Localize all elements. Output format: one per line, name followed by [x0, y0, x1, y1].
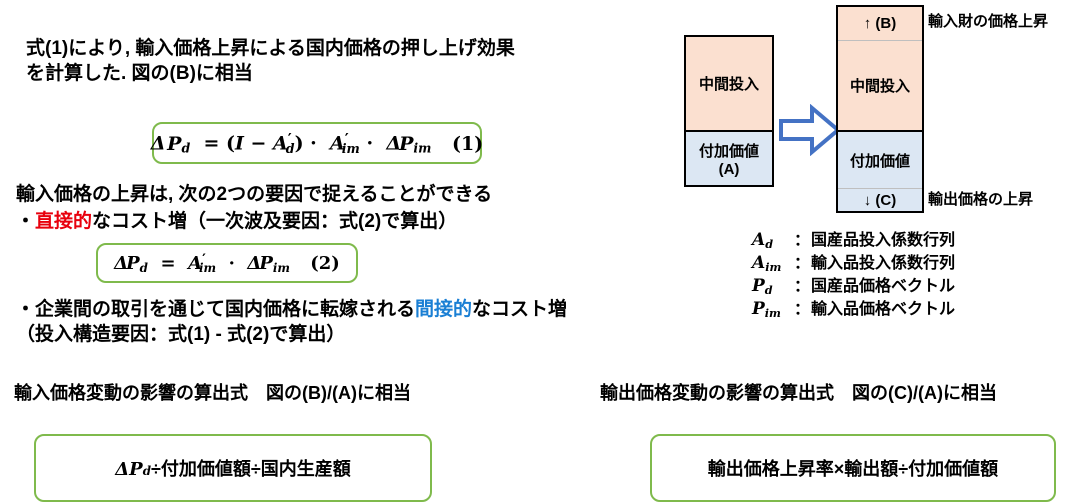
- right-bar-segment-b-label: ↑ (B): [863, 15, 897, 32]
- legend-symbol-sub: im: [765, 260, 782, 275]
- legend-symbol-base: P: [752, 299, 765, 320]
- right-bar-segment-b: ↑ (B): [838, 7, 922, 40]
- intro-paragraph: 式(1)により, 輸入価格上昇による国内価格の押し上げ効果 を計算した. 図の(…: [26, 36, 515, 86]
- diagram-left-bar: 中間投入 付加価値 (A): [684, 35, 774, 187]
- bullet-direct-marker: ・: [16, 211, 36, 232]
- bullet-direct: ・直接的なコスト増（一次波及要因：式(2)で算出）: [16, 209, 457, 234]
- bullet-indirect-rest: なコスト増: [472, 299, 568, 320]
- left-bar-segment-intermediate: 中間投入: [686, 37, 772, 130]
- bottom-left-formula-sub: d: [142, 464, 152, 478]
- right-bar-segment-intermediate-label: 中間投入: [849, 78, 910, 95]
- bullet-direct-highlight: 直接的: [35, 211, 93, 232]
- bullet-indirect-line2: （投入構造要因：式(1) - 式(2)で算出）: [16, 324, 346, 346]
- legend-symbol-sub: d: [764, 283, 773, 298]
- right-bar-segment-value-added: 付加価値: [838, 130, 922, 188]
- bottom-left-heading: 輸入価格変動の影響の算出式 図の(B)/(A)に相当: [14, 383, 411, 403]
- bullet-indirect-highlight: 間接的: [415, 299, 473, 320]
- legend-text: 輸入品価格ベクトル: [811, 301, 956, 319]
- left-bar-segment-intermediate-label: 中間投入: [698, 76, 759, 93]
- legend-symbol: Ad: [752, 232, 794, 250]
- bottom-right-formula: 輸出価格上昇率×輸出額÷付加価値額: [708, 455, 998, 481]
- legend-colon: ：: [794, 301, 811, 319]
- right-bar-segment-c: ↓ (C): [838, 188, 922, 211]
- bottom-right-formula-jp: 輸出価格上昇率×輸出額÷付加価値額: [707, 459, 999, 479]
- factors-intro: 輸入価格の上昇は, 次の2つの要因で捉えることができる: [16, 184, 493, 205]
- legend-symbol-base: P: [752, 276, 765, 297]
- right-bar-segment-intermediate: 中間投入: [838, 40, 922, 130]
- bullet-direct-rest: なコスト増（一次波及要因：式(2)で算出）: [92, 211, 458, 232]
- symbol-legend: Ad ： 国産品投入係数行列 Aim ： 輸入品投入係数行列 Pd ： 国産品価…: [752, 232, 955, 320]
- legend-symbol-sub: d: [765, 236, 774, 251]
- legend-text: 輸入品投入係数行列: [811, 255, 956, 273]
- legend-symbol-base: A: [752, 230, 766, 250]
- legend-row: Aim ： 輸入品投入係数行列: [752, 255, 955, 273]
- legend-symbol-sub: im: [764, 306, 781, 321]
- bullet-indirect-marker: ・: [16, 299, 36, 320]
- bullet-indirect: ・企業間の取引を通じて国内価格に転嫁される間接的なコスト増 （投入構造要因：式(…: [16, 297, 567, 347]
- bottom-left-formula-jp: ÷付加価値額÷国内生産額: [151, 459, 351, 479]
- left-bar-segment-value-added-label: 付加価値: [698, 142, 759, 160]
- diagram-right-bar: ↑ (B) 中間投入 付加価値 ↓ (C): [836, 5, 924, 213]
- equation-2-box: ΔPd = A′im · ΔPim (2): [96, 243, 358, 283]
- diagram-annotation-top: 輸入財の価格上昇: [928, 13, 1049, 30]
- legend-colon: ：: [794, 255, 811, 273]
- legend-symbol: Pd: [752, 278, 794, 296]
- left-bar-segment-value-added-label2: (A): [718, 160, 740, 178]
- bottom-left-formula-math: ΔP: [115, 459, 143, 480]
- right-bar-segment-value-added-label: 付加価値: [849, 152, 910, 170]
- equation-1-text: Δ Pd = (I − A′d) · A′im · ΔPim (1): [150, 130, 484, 156]
- legend-symbol: Aim: [752, 255, 794, 273]
- bottom-right-formula-box: 輸出価格上昇率×輸出額÷付加価値額: [650, 434, 1056, 502]
- equation-1-box: Δ Pd = (I − A′d) · A′im · ΔPim (1): [150, 122, 484, 164]
- legend-text: 国産品価格ベクトル: [811, 278, 956, 296]
- intro-line-2: を計算した. 図の(B)に相当: [26, 63, 253, 85]
- legend-colon: ：: [794, 232, 811, 249]
- intro-line-1: 式(1)により, 輸入価格上昇による国内価格の押し上げ効果: [26, 38, 515, 59]
- legend-text: 国産品投入係数行列: [811, 232, 956, 249]
- legend-row: Ad ： 国産品投入係数行列: [752, 232, 955, 250]
- bottom-right-heading: 輸出価格変動の影響の算出式 図の(C)/(A)に相当: [600, 383, 997, 403]
- left-bar-segment-value-added: 付加価値 (A): [686, 130, 772, 185]
- right-bar-segment-c-label: ↓ (C): [863, 191, 897, 209]
- diagram-annotation-bottom: 輸出価格の上昇: [928, 191, 1034, 208]
- transition-arrow-icon: [779, 104, 841, 156]
- legend-row: Pim ： 輸入品価格ベクトル: [752, 301, 955, 319]
- legend-colon: ：: [794, 278, 811, 296]
- legend-row: Pd ： 国産品価格ベクトル: [752, 278, 955, 296]
- legend-symbol-base: A: [752, 253, 766, 274]
- bullet-indirect-pre: 企業間の取引を通じて国内価格に転嫁される: [35, 299, 416, 320]
- legend-symbol: Pim: [752, 301, 794, 319]
- equation-2-text: ΔPd = A′im · ΔPim (2): [114, 250, 340, 276]
